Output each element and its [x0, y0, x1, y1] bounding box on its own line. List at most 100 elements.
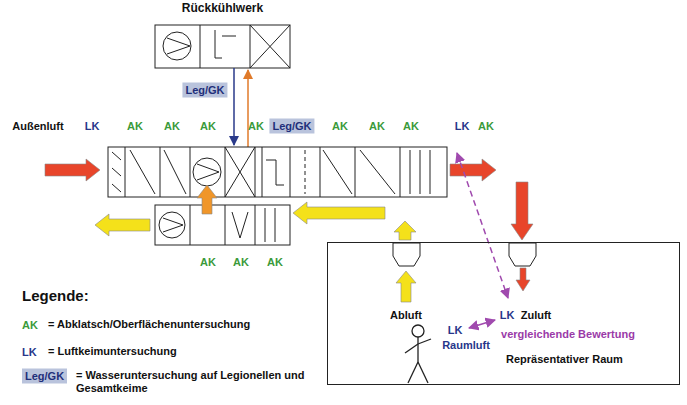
flow-label: Abluft — [390, 309, 422, 322]
air-flow-arrow — [197, 185, 217, 214]
exhaust-unit — [163, 218, 183, 225]
flow-label: Außenluft — [12, 120, 63, 133]
supply-unit — [190, 147, 191, 197]
flow-label: vergleichende Bewertung — [501, 328, 635, 341]
cooling-tower — [250, 25, 290, 68]
supply-unit — [400, 147, 401, 197]
sample-point-label: LK — [455, 120, 470, 133]
supply-unit — [410, 150, 411, 194]
supply-unit — [305, 150, 306, 194]
sample-point-label: AK — [332, 120, 348, 133]
sample-point-label: AK — [200, 256, 216, 269]
air-flow-arrow — [45, 159, 100, 181]
exhaust-unit — [155, 205, 290, 245]
node-text: Rückkühlwerk — [182, 2, 263, 15]
person-figure — [418, 362, 428, 383]
supply-unit — [108, 147, 447, 197]
supply-unit — [125, 147, 126, 197]
exhaust-unit — [232, 212, 248, 238]
supply-unit — [112, 168, 121, 176]
cooling-tower — [250, 25, 290, 68]
air-flow-arrow — [45, 159, 533, 302]
supply-unit — [197, 172, 219, 180]
supply-unit — [108, 147, 447, 197]
exhaust-unit — [155, 205, 290, 245]
person-figure — [418, 339, 431, 344]
person-figure — [408, 362, 418, 383]
sample-point-label: Leg/GK — [182, 83, 227, 98]
supply-unit — [420, 150, 421, 194]
supply-unit — [320, 147, 321, 197]
cooling-tower — [167, 46, 190, 54]
sample-point-label: AK — [267, 256, 283, 269]
supply-unit — [160, 147, 161, 197]
legend-entry: = Luftkeimuntersuchung — [48, 345, 318, 358]
person-figure — [412, 325, 424, 337]
air-flow-arrow — [396, 271, 416, 302]
exhaust-unit — [265, 208, 266, 242]
sample-point-label: AK — [478, 120, 494, 133]
supply-unit — [290, 147, 291, 197]
exhaust-unit — [275, 208, 276, 242]
sample-point-label: LK — [22, 346, 37, 359]
cooling-tower — [167, 38, 190, 46]
sample-point-label: Leg/GK — [22, 369, 67, 384]
supply-unit — [355, 147, 356, 197]
sample-point-label: Leg/GK — [269, 119, 314, 134]
air-flow-arrow — [293, 202, 385, 224]
supply-unit — [130, 150, 155, 194]
cooling-tower — [163, 32, 191, 60]
legend-heading: Legende: — [22, 287, 89, 305]
person-figure — [417, 337, 418, 362]
flow-label: Zuluft — [521, 309, 552, 322]
exhaust-unit — [159, 212, 185, 238]
air-flow-arrow — [95, 214, 150, 236]
supply-unit — [164, 150, 186, 194]
supply-unit — [197, 164, 219, 172]
sample-point-label: Raumluft — [442, 339, 490, 352]
sample-point-label: AK — [403, 120, 419, 133]
supply-unit — [430, 150, 431, 194]
supply-unit — [112, 184, 121, 192]
supply-unit — [323, 150, 352, 194]
water-pipes — [234, 68, 248, 147]
sample-point-label: AK — [200, 120, 216, 133]
air-grille — [509, 243, 536, 266]
sample-point-label: LK — [448, 324, 463, 337]
person-figure — [405, 325, 431, 383]
supply-unit — [360, 150, 395, 194]
sample-point-label: AK — [369, 120, 385, 133]
air-flow-arrow — [394, 221, 416, 240]
cooling-tower — [155, 25, 290, 68]
sample-point-label: LK — [85, 120, 100, 133]
sample-point-label: LK — [500, 309, 515, 322]
sample-point-label: AK — [248, 120, 264, 133]
cooling-tower — [200, 25, 201, 68]
exhaust-unit — [163, 225, 183, 232]
air-flow-arrow — [450, 159, 496, 181]
cooling-tower — [222, 36, 236, 37]
comparison-arrow — [457, 153, 508, 298]
supply-unit — [225, 147, 255, 197]
person-figure — [405, 344, 418, 353]
legend-entry: = Wasseruntersuchung auf Legionellen und… — [76, 369, 321, 395]
sample-point-label: AK — [164, 120, 180, 133]
comparison-arrow — [457, 153, 508, 328]
air-grille — [393, 243, 420, 266]
exhaust-unit — [190, 205, 191, 245]
exhaust-unit — [255, 205, 256, 245]
comparison-arrow — [469, 320, 495, 328]
exhaust-unit — [225, 205, 226, 245]
supply-unit — [112, 152, 121, 160]
sample-point-label: AK — [22, 319, 38, 332]
cooling-tower — [215, 30, 222, 58]
sample-point-label: AK — [127, 120, 143, 133]
cooling-tower-node: Rückkühlwerk — [155, 2, 290, 68]
air-flow-arrow — [516, 268, 530, 291]
supply-unit — [225, 147, 255, 197]
supply-unit — [266, 160, 284, 185]
node-text: Repräsentativer Raum — [506, 353, 623, 366]
legend-entry: = Abklatsch/Oberflächenuntersuchung — [48, 318, 318, 331]
